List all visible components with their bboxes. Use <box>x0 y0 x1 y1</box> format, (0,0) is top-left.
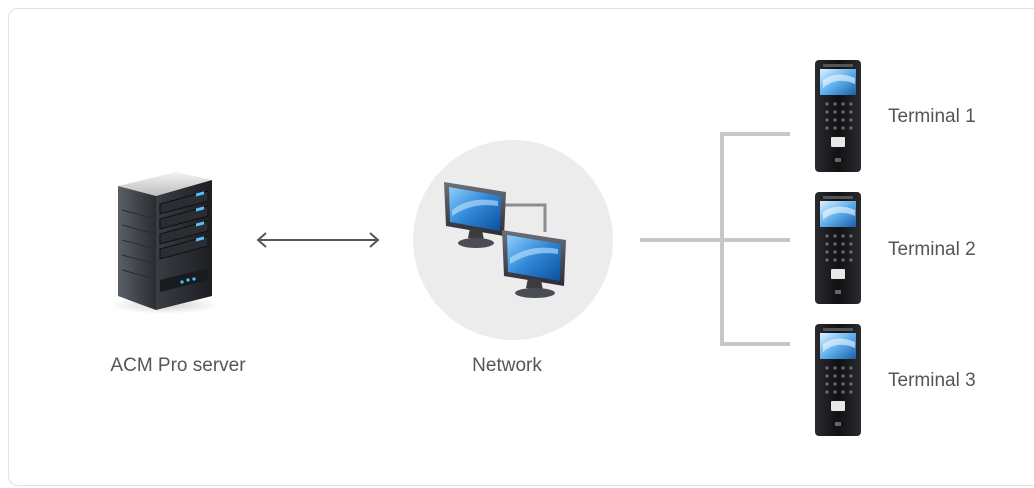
terminal-1-label: Terminal 1 <box>888 106 976 127</box>
terminal-2-device-icon <box>815 192 861 304</box>
terminal-3-label: Terminal 3 <box>888 370 976 391</box>
terminal-1-device-icon <box>815 60 861 172</box>
terminal-3-device-icon <box>815 324 861 436</box>
bidirectional-arrow <box>256 232 380 248</box>
network-branch-connector <box>640 132 790 346</box>
network-computers-icon <box>413 140 613 340</box>
server-icon <box>110 172 220 314</box>
terminal-2-label: Terminal 2 <box>888 239 976 260</box>
server-label: ACM Pro server <box>110 355 246 376</box>
network-label: Network <box>472 355 542 376</box>
